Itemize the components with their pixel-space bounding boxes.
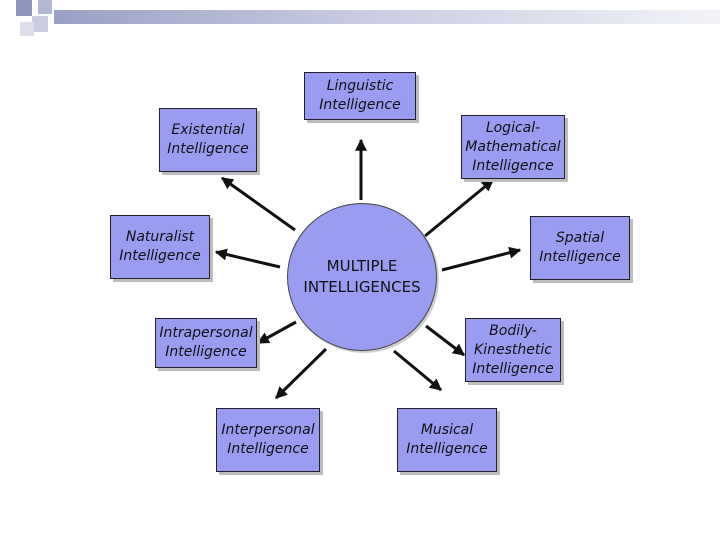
node-naturalist: Naturalist Intelligence (110, 215, 210, 279)
arrow-to-spatial (441, 246, 522, 272)
decor-square (16, 0, 32, 16)
arrow-to-existential (221, 176, 296, 232)
arrow-to-intrapersonal (256, 320, 297, 345)
node-existential: Existential Intelligence (159, 108, 257, 172)
decor-square (38, 0, 52, 14)
arrow-to-interpersonal (274, 347, 328, 400)
header-gradient-bar (54, 10, 720, 24)
center-node-multiple-intelligences: MULTIPLE INTELLIGENCES (287, 203, 437, 351)
node-intrapersonal: Intrapersonal Intelligence (155, 318, 257, 368)
arrow-to-musical (393, 349, 442, 392)
arrow-to-logical-mathematical (424, 178, 494, 238)
node-musical: Musical Intelligence (397, 408, 497, 472)
node-logical-mathematical: Logical- Mathematical Intelligence (461, 115, 565, 179)
node-linguistic: Linguistic Intelligence (304, 72, 416, 120)
node-interpersonal: Interpersonal Intelligence (216, 408, 320, 472)
node-spatial: Spatial Intelligence (530, 216, 630, 280)
arrow-to-bodily-kinesthetic (425, 324, 465, 357)
arrow-to-naturalist (214, 248, 281, 269)
node-bodily-kinesthetic: Bodily- Kinesthetic Intelligence (465, 318, 561, 382)
decor-square (20, 22, 34, 36)
decor-square (32, 16, 48, 32)
